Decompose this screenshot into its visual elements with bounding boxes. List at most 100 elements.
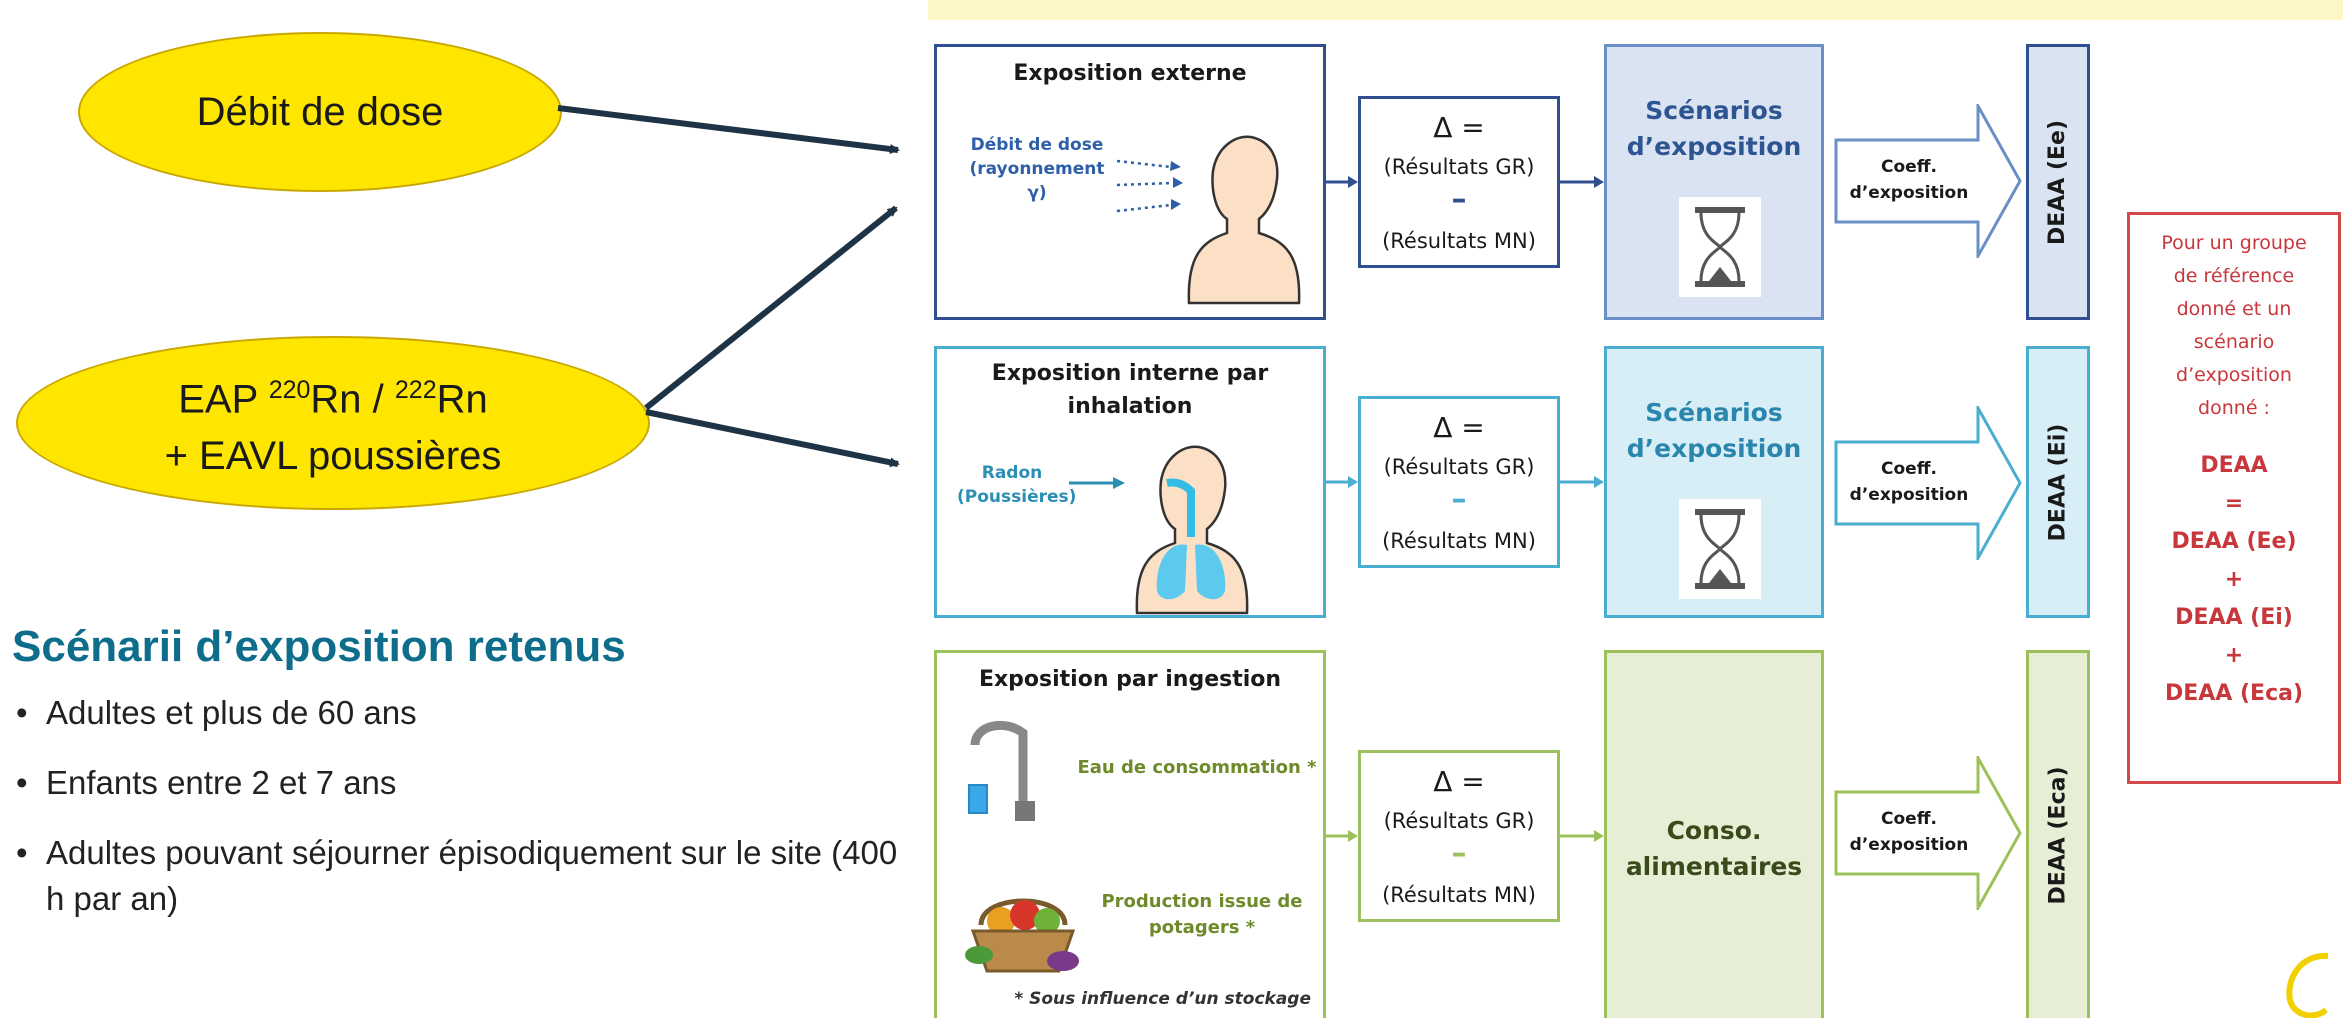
minus-sign: – (1451, 482, 1467, 517)
formula-line: DEAA (Eca) (2164, 681, 2304, 706)
internal-exposure-card: Exposition interne par inhalation Radon … (934, 346, 1326, 618)
scenarios-line2: d’exposition (1626, 132, 1802, 161)
coeff-line1: Coeff. (1881, 809, 1937, 829)
radon-dust-ellipse: EAP 220Rn / 222Rn + EAVL poussières (16, 336, 650, 510)
arrow-dose-to-external (557, 105, 900, 154)
conso-line2: alimentaires (1625, 852, 1803, 881)
mn-results: (Résultats MN) (1382, 229, 1536, 253)
coeff-line1: Coeff. (1881, 459, 1937, 479)
ingestion-exposure-card: Exposition par ingestion Eau de consomma… (934, 650, 1326, 1018)
arrow-radon-to-external (644, 205, 898, 411)
internal-radon-label: Radon (Poussières) (957, 461, 1077, 509)
external-coeff-arrow: Coeff. d’exposition (1834, 104, 2022, 258)
scenario-item: Enfants entre 2 et 7 ans (12, 760, 912, 806)
ingestion-coeff-arrow: Coeff. d’exposition (1834, 756, 2022, 910)
deaa-ei-box: DEAA (Ei) (2026, 346, 2090, 618)
rn220-mass: 220 (268, 376, 311, 405)
deaa-eca-box: DEAA (Eca) (2026, 650, 2090, 1018)
garden-line1: Production issue de (1101, 891, 1303, 912)
external-title: Exposition externe (1013, 61, 1247, 86)
dose-rate-ellipse: Débit de dose (78, 32, 562, 192)
summary-text: Pour un groupe de référence donné et un … (2130, 227, 2338, 425)
summary-line: Pour un groupe (2161, 232, 2307, 254)
scenarios-list: Adultes et plus de 60 ans Enfants entre … (12, 690, 912, 946)
summary-formula: DEAA = DEAA (Ee) + DEAA (Ei) + DEAA (Eca… (2130, 447, 2338, 713)
logo-mark (2286, 952, 2329, 1018)
conso-line1: Conso. (1666, 816, 1762, 845)
internal-title-line1: Exposition interne par (991, 361, 1269, 386)
internal-label-line2: (Poussières) (957, 487, 1077, 507)
vegetable-basket-icon (965, 898, 1079, 973)
rn-symbol-2: Rn (436, 377, 488, 422)
hourglass-icon (1679, 499, 1761, 599)
top-banner (928, 0, 2343, 20)
person-lungs-icon (1069, 445, 1249, 615)
scenarios-line1: Scénarios (1645, 96, 1783, 125)
scenarios-line1: Scénarios (1645, 398, 1783, 427)
person-radiation-icon (1116, 135, 1301, 305)
internal-label-line1: Radon (981, 463, 1043, 483)
external-label-line2: (rayonnement γ) (969, 159, 1105, 203)
formula-line: + (2224, 643, 2244, 668)
water-tap-icon (968, 720, 1035, 821)
mn-results: (Résultats MN) (1382, 883, 1536, 907)
formula-line: DEAA (2200, 453, 2268, 478)
scenario-item: Adultes et plus de 60 ans (12, 690, 912, 736)
garden-line2: potagers * (1148, 917, 1256, 938)
internal-title-line2: inhalation (1067, 394, 1193, 419)
scenario-item: Adultes pouvant séjourner épisodiquement… (12, 830, 912, 922)
storage-note: * Sous influence d’un stockage (1014, 989, 1311, 1009)
radon-line: EAP 220Rn / 222Rn (178, 362, 488, 427)
delta-eq: Δ = (1433, 111, 1485, 144)
ingestion-title: Exposition par ingestion (978, 667, 1282, 692)
eap-label: EAP (178, 377, 269, 422)
formula-line: = (2224, 491, 2244, 516)
garden-label: Production issue de potagers * (1087, 889, 1317, 941)
delta-eq: Δ = (1433, 411, 1485, 444)
coeff-line2: d’exposition (1849, 835, 1969, 855)
external-dose-label: Débit de dose (rayonnement γ) (957, 133, 1117, 205)
internal-scenarios-box: Scénarios d’exposition (1604, 346, 1824, 618)
coeff-line2: d’exposition (1849, 485, 1969, 505)
external-scenarios-box: Scénarios d’exposition (1604, 44, 1824, 320)
arrow-radon-to-internal (645, 409, 900, 468)
mn-results: (Résultats MN) (1382, 529, 1536, 553)
internal-coeff-arrow: Coeff. d’exposition (1834, 406, 2022, 560)
eavl-line: + EAVL poussières (164, 433, 502, 478)
minus-sign: – (1451, 836, 1467, 871)
summary-line: de référence (2173, 265, 2295, 287)
formula-line: DEAA (Ee) (2171, 529, 2297, 554)
rn-symbol-1: Rn / (310, 377, 395, 422)
internal-delta-box: Δ = (Résultats GR) – (Résultats MN) (1358, 396, 1560, 568)
coeff-line2: d’exposition (1849, 183, 1969, 203)
ingestion-delta-box: Δ = (Résultats GR) – (Résultats MN) (1358, 750, 1560, 922)
external-exposure-card: Exposition externe Débit de dose (rayonn… (934, 44, 1326, 320)
delta-eq: Δ = (1433, 765, 1485, 798)
external-label-line1: Débit de dose (970, 135, 1104, 155)
formula-line: DEAA (Ei) (2175, 605, 2293, 630)
summary-line: scénario (2193, 331, 2275, 353)
summary-line: d’exposition (2176, 364, 2292, 386)
summary-line: donné : (2198, 397, 2270, 419)
connector-arrows (557, 105, 900, 468)
hourglass-icon (1679, 197, 1761, 297)
coeff-line1: Coeff. (1881, 157, 1937, 177)
external-delta-box: Δ = (Résultats GR) – (Résultats MN) (1358, 96, 1560, 268)
scenarios-line2: d’exposition (1626, 434, 1802, 463)
dose-rate-label: Débit de dose (196, 89, 444, 134)
deaa-ee-box: DEAA (Ee) (2026, 44, 2090, 320)
water-label: Eau de consommation * (1077, 757, 1317, 778)
food-consumption-box: Conso. alimentaires (1604, 650, 1824, 1018)
minus-sign: – (1451, 182, 1467, 217)
summary-box: Pour un groupe de référence donné et un … (2127, 212, 2341, 784)
gr-results: (Résultats GR) (1383, 455, 1535, 479)
gr-results: (Résultats GR) (1383, 809, 1535, 833)
scenarios-title: Scénarii d’exposition retenus (12, 622, 626, 671)
gr-results: (Résultats GR) (1383, 155, 1535, 179)
rn222-mass: 222 (394, 376, 437, 405)
internal-title: Exposition interne par inhalation (937, 357, 1323, 423)
summary-line: donné et un (2176, 298, 2292, 320)
formula-line: + (2224, 567, 2244, 592)
